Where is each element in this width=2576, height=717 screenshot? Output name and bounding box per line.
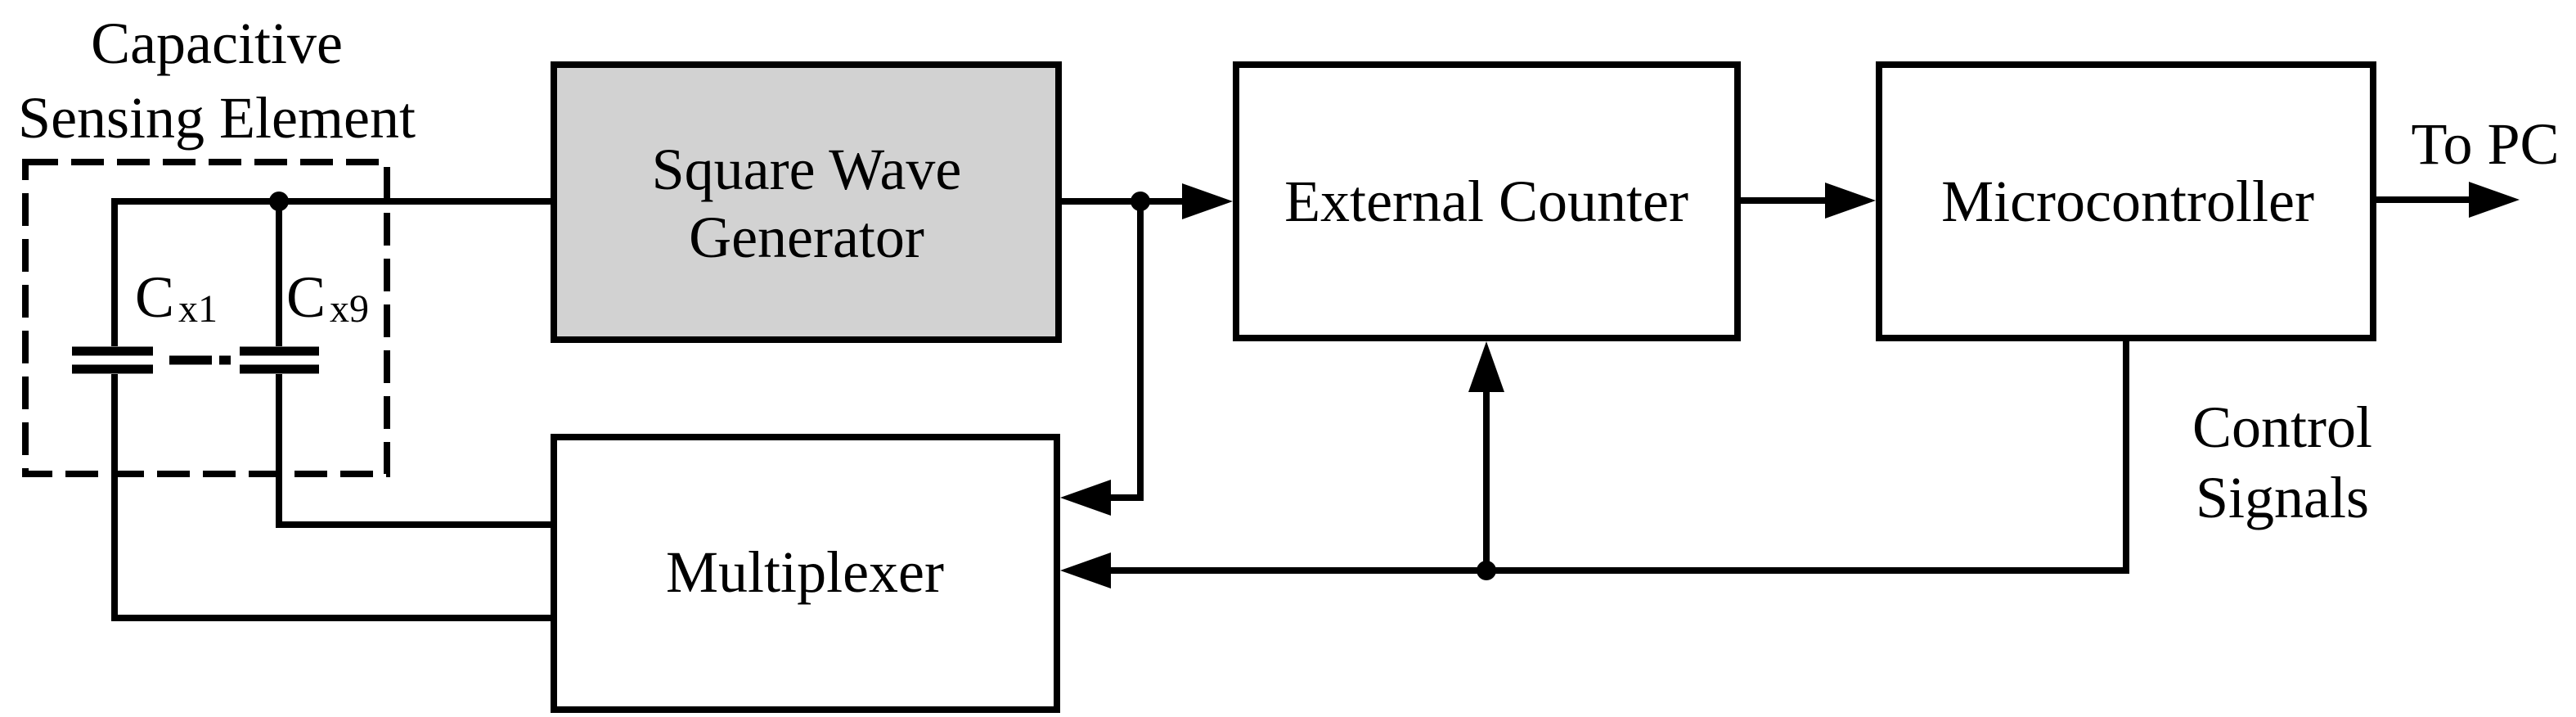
to-pc-label: To PC bbox=[2411, 111, 2559, 177]
sensing-element-title-line2: Sensing Element bbox=[18, 85, 416, 151]
wire-control-signals bbox=[1109, 338, 2129, 574]
arrowhead-into-microcontroller bbox=[1825, 183, 1876, 219]
multiplexer-block bbox=[551, 434, 1060, 713]
capacitor-cx9-label: C bbox=[286, 264, 326, 330]
arrowhead-into-external-counter bbox=[1182, 183, 1233, 219]
microcontroller-label: Microcontroller bbox=[1941, 169, 2314, 234]
external-counter-block bbox=[1233, 61, 1741, 341]
arrowhead-into-multiplexer-bottom bbox=[1060, 552, 1111, 588]
multiplexer-label: Multiplexer bbox=[666, 539, 944, 605]
capacitor-cx1-label: C bbox=[135, 264, 174, 330]
square-wave-generator-label-line1: Square Wave bbox=[652, 137, 962, 202]
wire-cx1-to-multiplexer bbox=[111, 374, 557, 621]
sensing-element-dashed-box bbox=[22, 159, 390, 477]
arrowhead-into-multiplexer-top bbox=[1060, 480, 1111, 516]
arrowhead-into-counter-bottom bbox=[1468, 341, 1504, 392]
microcontroller-block bbox=[1876, 61, 2376, 341]
sensing-element-title-line1: Capacitive bbox=[91, 11, 343, 76]
wire-generator-branch-to-multiplexer bbox=[1109, 201, 1144, 501]
capacitor-cx1-subscript: x1 bbox=[178, 287, 218, 331]
capacitor-cx9-subscript: x9 bbox=[330, 287, 369, 331]
control-signals-label-line1: Control bbox=[2192, 395, 2372, 460]
wire-cx9-to-multiplexer bbox=[276, 374, 557, 528]
external-counter-label: External Counter bbox=[1284, 169, 1688, 234]
arrowhead-to-pc bbox=[2469, 182, 2520, 218]
control-signals-label-line2: Signals bbox=[2196, 465, 2369, 530]
square-wave-generator-block bbox=[551, 61, 1062, 343]
square-wave-generator-label-line2: Generator bbox=[689, 205, 924, 270]
